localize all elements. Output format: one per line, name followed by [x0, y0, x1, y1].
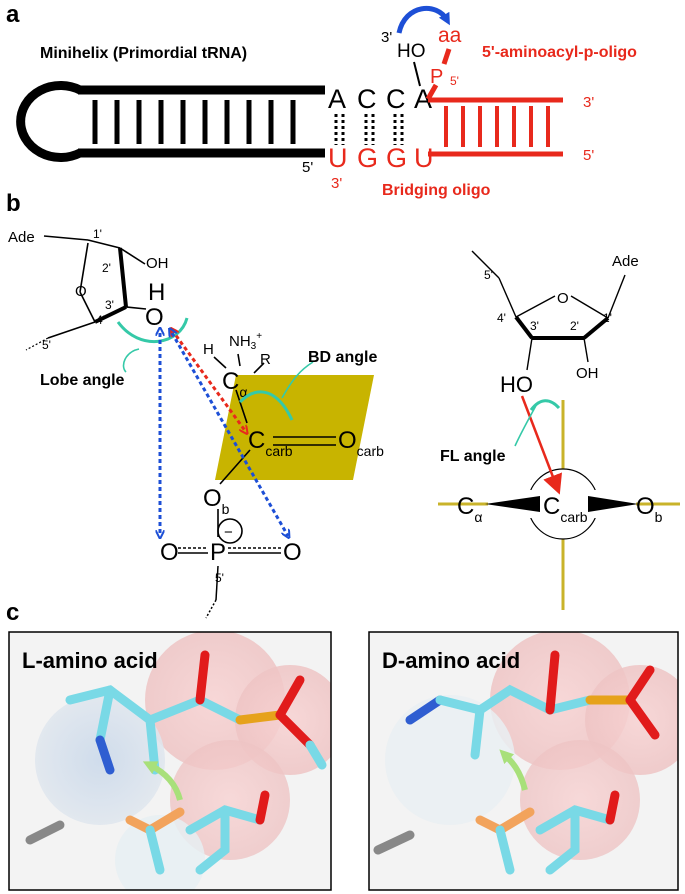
- fl-attack-arrow: [520, 395, 562, 495]
- base-a1: A: [328, 84, 346, 114]
- c-alpha-r: Cα: [457, 493, 482, 525]
- oligo-prime-3: 3': [583, 94, 594, 111]
- panel-b: b Ade 1' 2' 3' 4' 5' OH O H O Lobe angle: [6, 190, 680, 619]
- base-c1: C: [357, 84, 377, 114]
- p-label: P: [430, 66, 443, 88]
- prime-1-right: 1': [603, 311, 612, 325]
- l-amino-title: L-amino acid: [22, 648, 158, 673]
- ade-left: Ade: [8, 229, 35, 246]
- c-carb-r: Ccarb: [543, 493, 588, 525]
- oh-right: OH: [576, 365, 599, 382]
- ade-right: Ade: [612, 253, 639, 270]
- ho-bond: [413, 61, 421, 87]
- ribose-left: [25, 235, 147, 351]
- bd-angle-label: BD angle: [308, 349, 377, 366]
- aminoacyl-label: 5'-aminoacyl-p-oligo: [482, 44, 637, 61]
- prime-3-right: 3': [530, 319, 539, 333]
- panel-b-letter: b: [6, 190, 21, 217]
- frame-l: [8, 631, 332, 891]
- p-atom: P: [210, 539, 226, 566]
- prime-4-left: 4': [96, 313, 105, 327]
- o-b: Ob: [203, 485, 230, 517]
- prime-2-left: 2': [102, 261, 111, 275]
- oh-left: OH: [146, 255, 169, 272]
- ho-label: HO: [397, 41, 426, 62]
- p-prime-b: 5': [215, 571, 224, 585]
- render-d: [369, 632, 678, 890]
- prime-2-right: 2': [570, 319, 579, 333]
- lobe-angle-pointer: [122, 348, 140, 373]
- aa-bond: [441, 48, 452, 65]
- prime-5-left: 5': [42, 338, 51, 352]
- panel-a-letter: a: [6, 1, 20, 28]
- base-pair-dots: [334, 114, 404, 145]
- bridging-label: Bridging oligo: [382, 182, 491, 199]
- prime-1-left: 1': [93, 227, 102, 241]
- fl-angle-arc: [529, 399, 561, 411]
- panel-a: a Minihelix (Primordial tRNA) A C C A U …: [6, 1, 637, 199]
- nh3: NH3+: [229, 331, 262, 352]
- minihelix-label: Minihelix (Primordial tRNA): [40, 45, 247, 62]
- prime-5-right: 5': [484, 268, 493, 282]
- panel-c: c: [6, 599, 679, 891]
- p-prime: 5': [450, 74, 459, 88]
- base-g1: G: [357, 143, 378, 173]
- wedge-left: [485, 496, 540, 512]
- distance-blue-right: [172, 333, 288, 536]
- ho-right: HO: [500, 372, 533, 397]
- fl-angle-label: FL angle: [440, 448, 506, 465]
- prime-3-top: 3': [381, 29, 392, 46]
- base-g2: G: [386, 143, 407, 173]
- fl-angle-pointer: [514, 401, 539, 447]
- ring-o-left: O: [75, 283, 87, 300]
- h-left: H: [148, 279, 165, 306]
- ribose-right: [471, 250, 626, 371]
- panel-c-letter: c: [6, 599, 19, 626]
- phosphate-bonds: [178, 547, 281, 619]
- o-b-r: Ob: [636, 493, 663, 525]
- wedge-right: [588, 496, 638, 512]
- h-alpha: H: [203, 341, 214, 358]
- d-amino-title: D-amino acid: [382, 648, 520, 673]
- stem-bars: [92, 100, 296, 144]
- p-linker: [425, 83, 439, 101]
- hairpin-loop: [16, 81, 82, 162]
- oligo-bars: [444, 106, 550, 147]
- base-a2: A: [414, 84, 432, 114]
- prime-5-black: 5': [302, 159, 313, 176]
- prime-4-right: 4': [497, 311, 506, 325]
- lobe-angle-label: Lobe angle: [40, 372, 125, 389]
- ring-o-right: O: [557, 290, 569, 307]
- r-label: R: [260, 351, 271, 368]
- prime-3-left: 3': [105, 298, 114, 312]
- prime-3-red: 3': [331, 175, 342, 192]
- o-carb: Ocarb: [338, 427, 384, 459]
- render-l: [9, 632, 331, 890]
- oligo-prime-5: 5': [583, 147, 594, 164]
- attack-arrow: [396, 5, 450, 34]
- base-u2: U: [414, 143, 434, 173]
- base-c2: C: [386, 84, 406, 114]
- frame-d: [368, 631, 679, 891]
- o-left-p: O: [160, 539, 179, 566]
- base-u1: U: [328, 143, 348, 173]
- aa-label: aa: [438, 24, 462, 47]
- o-right-p: O: [283, 539, 302, 566]
- o-left: O: [145, 304, 164, 331]
